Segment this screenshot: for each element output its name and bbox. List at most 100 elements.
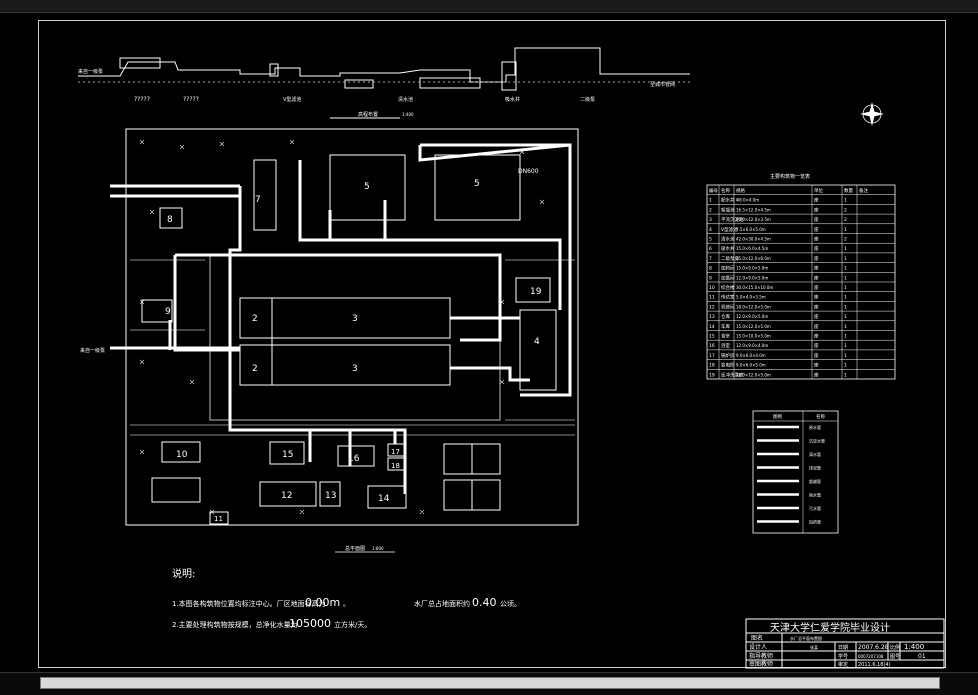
structure-table-header: 编号 [709,187,718,194]
title-reviewer-label: 审图教师 [749,660,773,668]
structure-table-header: 规格 [736,187,745,194]
north-arrow-icon [860,102,884,126]
structure-table-cell: 加药间 [721,265,735,272]
structure-table-cell: 1 [844,198,847,204]
structure-table-cell: 90.0×12.0×3.5m [736,217,771,222]
structure-table-cell: 12.0×9.0×4.0m [736,343,768,348]
structure-table-cell: 座 [814,342,819,349]
structure-table-cell: 机修间 [721,303,735,310]
svg-text:8: 8 [167,215,173,225]
structure-table-cell: V型滤池 [721,226,738,233]
structure-table-title: 主要构筑物一览表 [770,173,810,180]
profile-end-label: 至城市管网 [650,81,675,88]
notes-line1-pre: 1.本图各构筑物位置均标注中心。厂区地面标高为 [172,599,326,608]
structure-table-cell: 10 [709,285,715,291]
structure-table-cell: 1 [844,314,847,320]
structure-table-cell: 12.0×9.0×5.0m [736,275,768,280]
structure-table-cell: 座 [814,245,819,252]
plan-inlet-label: 来自一级泵 [80,347,105,354]
svg-text:15: 15 [282,450,293,460]
structure-table-cell: 反冲洗泵房 [721,371,744,378]
structure-table-cell: 仓库 [721,313,730,320]
svg-text:3: 3 [352,364,358,374]
structure-table-cell: 4 [709,227,712,233]
structure-table-cell: 1 [844,363,847,369]
title-student-id-label: 学号 [838,653,848,660]
structure-table-cell: 8 [709,266,712,272]
legend-item-name: 污水管 [809,505,821,511]
title-review-label: 审定 [838,661,848,668]
structure-table-cell: 1 [844,285,847,291]
notes-line1-post: 。 [343,600,350,608]
elevation-profile [78,47,690,119]
structure-table-header: 名称 [721,187,730,194]
svg-text:19: 19 [530,287,542,297]
structure-table-cell: 车库 [721,323,730,330]
structure-table-cell: 座 [814,236,819,243]
title-scale-label: 比例 [890,644,900,651]
structure-table-cell: 17 [709,353,715,359]
notes-line1b-val: 0.40 [472,596,497,609]
structure-table-cell: 15 [709,334,715,340]
structure-table-header: 数量 [844,187,853,194]
structure-table-cell: 6 [709,246,712,252]
svg-text:2: 2 [252,364,258,374]
structure-table-cell: 16 [709,343,715,349]
profile-start-label: 来自一级泵 [78,68,103,75]
svg-text:5: 5 [364,182,370,192]
structure-table-cell: 18.0×12.0×5.0m [736,304,771,309]
structure-table-cell: 座 [814,206,819,213]
structure-table-cell: 座 [814,352,819,359]
legend-item-name: 原水管 [809,424,821,430]
legend-item-name: 加药管 [809,519,821,525]
horizontal-scrollbar[interactable] [0,672,978,695]
legend-header: 图例 [773,413,782,420]
svg-text:5: 5 [474,179,480,189]
structure-table-cell: 座 [814,226,819,233]
structure-table-cell: 座 [814,362,819,369]
structure-table-cell: 5.0×4.0×3.5m [736,295,766,300]
window-top-strip [0,0,978,13]
structure-table-cell: 平流沉淀池 [721,216,744,223]
scrollbar-thumb[interactable] [40,677,940,689]
structure-table-cell: 座 [814,274,819,281]
structure-table-cell: 座 [814,255,819,262]
building-labels: 2 2 3 3 4 5 5 7 8 9 10 11 12 13 14 15 16… [165,179,542,523]
svg-text:2: 2 [252,314,258,324]
structure-table-cell: 1 [844,304,847,310]
title-review-val: 2011.6.18(4) [858,662,891,668]
profile-unknown-1: ????? [134,96,150,103]
structure-table-cell: 1 [844,343,847,349]
structure-table-cell: 座 [814,197,819,204]
profile-scale: 1:400 [402,112,414,117]
structure-table-cell: 1 [844,256,847,262]
legend-item-name: 排泥管 [809,465,821,471]
structure-table-cell: 18.0×12.0×5.0m [736,372,771,377]
structure-table-cell: 座 [814,216,819,223]
structure-table-cell: 传达室 [721,294,735,301]
title-scale: 1:400 [904,643,924,651]
svg-text:7: 7 [255,195,261,205]
structure-table-cell: 座 [814,294,819,301]
notes-heading: 说明: [172,567,195,580]
notes-line2-val: 105000 [289,617,331,630]
structure-table-cell: 二级泵房 [721,255,739,262]
structure-table-cell: 9.0×6.0×4.0m [736,353,766,358]
notes-line2-post: 立方米/天。 [334,620,371,629]
structure-table-cell: 1 [844,295,847,301]
legend-item-name: 超越管 [809,478,821,484]
title-designer: 张某 [810,644,818,650]
structure-table-cell: 12 [709,304,715,310]
structure-table-cell: 清水池 [721,236,735,243]
svg-text:9: 9 [165,307,171,317]
profile-title: 高程布置 [358,111,378,118]
structure-table-cell: 配水井 [721,197,735,204]
title-sheet-label: 图号 [890,654,900,660]
structure-table-cell: 7 [709,256,712,262]
structure-table-cell: 11 [709,295,715,301]
structure-table-header: 单位 [814,187,823,194]
structure-table-cell: 15.0×12.0×5.0m [736,324,771,329]
structure-table-cell: 变电所 [721,362,735,369]
